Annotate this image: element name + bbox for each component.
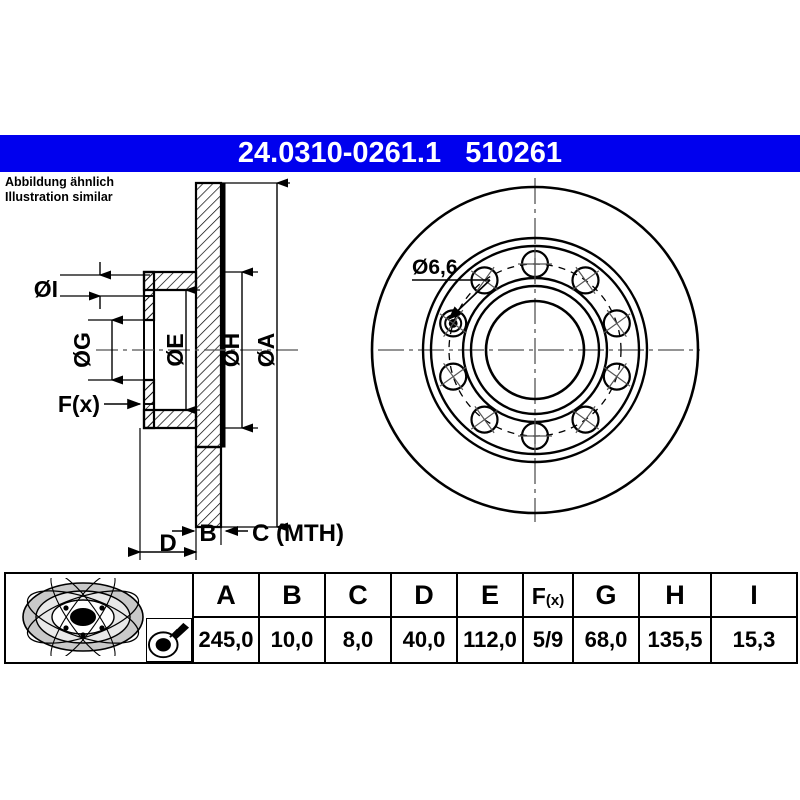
friction-ring-inner (421, 236, 649, 464)
dimension-label-c: C (MTH) (252, 520, 344, 547)
dimension-label-e: ØE (162, 333, 188, 366)
header-g: G (572, 572, 640, 618)
hole-diameter-callout: Ø6,6 (412, 256, 491, 321)
header-fx-label: F(x) (531, 582, 565, 609)
header-a: A (192, 572, 260, 618)
cross-section-view: ØI ØG ØE ØH (34, 178, 344, 560)
bolt-hole (602, 362, 631, 391)
hole-diameter-label: Ø6,6 (412, 256, 458, 279)
note-line-german: Abbildung ähnlich (5, 175, 115, 189)
dimension-label-h: ØH (218, 333, 244, 368)
dimension-e: ØE (160, 285, 200, 415)
dimension-label-d: D (159, 530, 176, 557)
bolt-hole (518, 419, 552, 453)
header-c: C (324, 572, 392, 618)
specification-table: A B C D E F(x) G H I 245,0 10,0 8,0 40,0… (4, 572, 798, 664)
measurement-caliper-icon (146, 618, 192, 662)
value-e: 112,0 (456, 616, 524, 664)
brake-disc-3d-icon (22, 578, 144, 656)
bolt-hole (602, 309, 631, 338)
table-value-row: 245,0 10,0 8,0 40,0 112,0 5/9 68,0 135,5… (5, 616, 798, 664)
bolt-hole (571, 405, 600, 434)
value-d: 40,0 (390, 616, 458, 664)
hub-bore-upper (143, 295, 155, 321)
dimension-d: D (128, 428, 198, 560)
bolt-hole (439, 362, 468, 391)
center-bore-circle (484, 299, 586, 401)
dimension-i: ØI (34, 262, 150, 309)
rim-upper (194, 181, 223, 449)
disc-outer-circle (370, 185, 700, 515)
disc-illustration-cell (4, 572, 194, 664)
value-a: 245,0 (192, 616, 260, 664)
part-number-title: 24.0310-0261.1 510261 (237, 137, 563, 169)
hat-outer-circle (429, 244, 641, 456)
dimension-b: B (172, 520, 222, 547)
bolt-hole (571, 266, 600, 295)
front-view: Ø6,6 (370, 178, 700, 522)
value-h: 135,5 (638, 616, 712, 664)
hat-inner-circle (469, 284, 601, 416)
dimension-g: ØG (69, 315, 150, 385)
value-i: 15,3 (710, 616, 798, 664)
header-fx: F(x) (522, 572, 574, 618)
header-b: B (258, 572, 326, 618)
header-d: D (390, 572, 458, 618)
value-c: 8,0 (324, 616, 392, 664)
rim-lower-extension (194, 445, 223, 529)
bolt-hole (518, 247, 552, 281)
dimension-c: C (MTH) (224, 520, 344, 547)
disc-illustration-wrap (6, 574, 192, 662)
dimension-h: ØH (218, 267, 258, 433)
header-e: E (456, 572, 524, 618)
dimension-label-fx: F(x) (58, 391, 100, 417)
friction-face (220, 182, 226, 448)
dimension-label-b: B (199, 520, 216, 547)
note-line-english: Illustration similar (5, 190, 113, 204)
value-g: 68,0 (572, 616, 640, 664)
bolt-hole (470, 405, 499, 434)
illustration-similar-note: Abbildung ähnlich Illustration similar (5, 175, 114, 205)
dimension-label-a: ØA (253, 333, 279, 368)
value-fx: 5/9 (522, 616, 574, 664)
dimension-label-i: ØI (34, 276, 58, 302)
dimension-fx: F(x) (58, 391, 142, 417)
dimension-label-g: ØG (69, 332, 95, 368)
value-b: 10,0 (258, 616, 326, 664)
table-header-row: A B C D E F(x) G H I (4, 572, 798, 664)
hub-bore-lower (143, 379, 155, 405)
title-bar: 24.0310-0261.1 510261 (0, 135, 800, 172)
header-i: I (710, 572, 798, 618)
header-h: H (638, 572, 712, 618)
